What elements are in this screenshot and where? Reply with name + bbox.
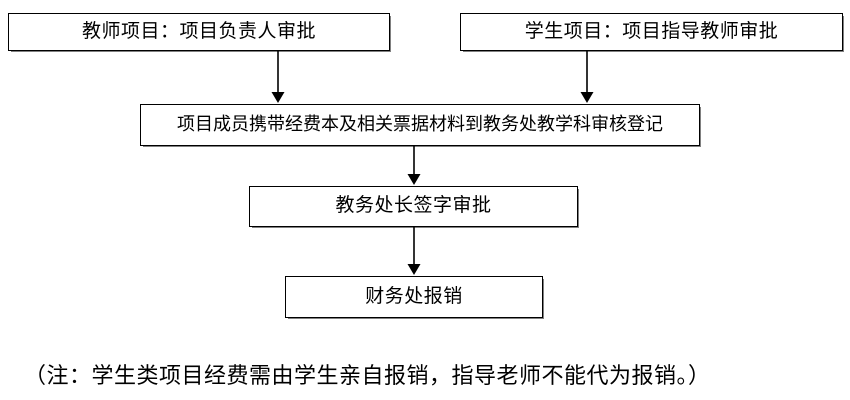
- node-student-project-approval[interactable]: 学生项目：项目指导教师审批: [460, 13, 843, 51]
- node-director-signature-approval[interactable]: 教务处长签字审批: [249, 186, 578, 227]
- node-academic-affairs-registration[interactable]: 项目成员携带经费本及相关票据材料到教务处教学科审核登记: [140, 104, 700, 146]
- arrow-student-to-registration: [577, 51, 597, 103]
- node-label-director-signature-approval: 教务处长签字审批: [335, 195, 492, 217]
- arrow-registration-to-director: [404, 146, 424, 185]
- footnote: （注：学生类项目经费需由学生亲自报销，指导老师不能代为报销。）: [24, 363, 711, 388]
- node-label-teacher-project-approval: 教师项目：项目负责人审批: [81, 20, 316, 42]
- node-label-academic-affairs-registration: 项目成员携带经费本及相关票据材料到教务处教学科审核登记: [177, 114, 663, 135]
- arrow-director-to-finance: [404, 227, 424, 275]
- node-label-student-project-approval: 学生项目：项目指导教师审批: [524, 20, 779, 42]
- node-teacher-project-approval[interactable]: 教师项目：项目负责人审批: [8, 13, 390, 51]
- node-label-finance-reimbursement: 财务处报销: [365, 285, 463, 307]
- arrow-teacher-to-registration: [268, 51, 288, 103]
- node-finance-reimbursement[interactable]: 财务处报销: [285, 276, 543, 318]
